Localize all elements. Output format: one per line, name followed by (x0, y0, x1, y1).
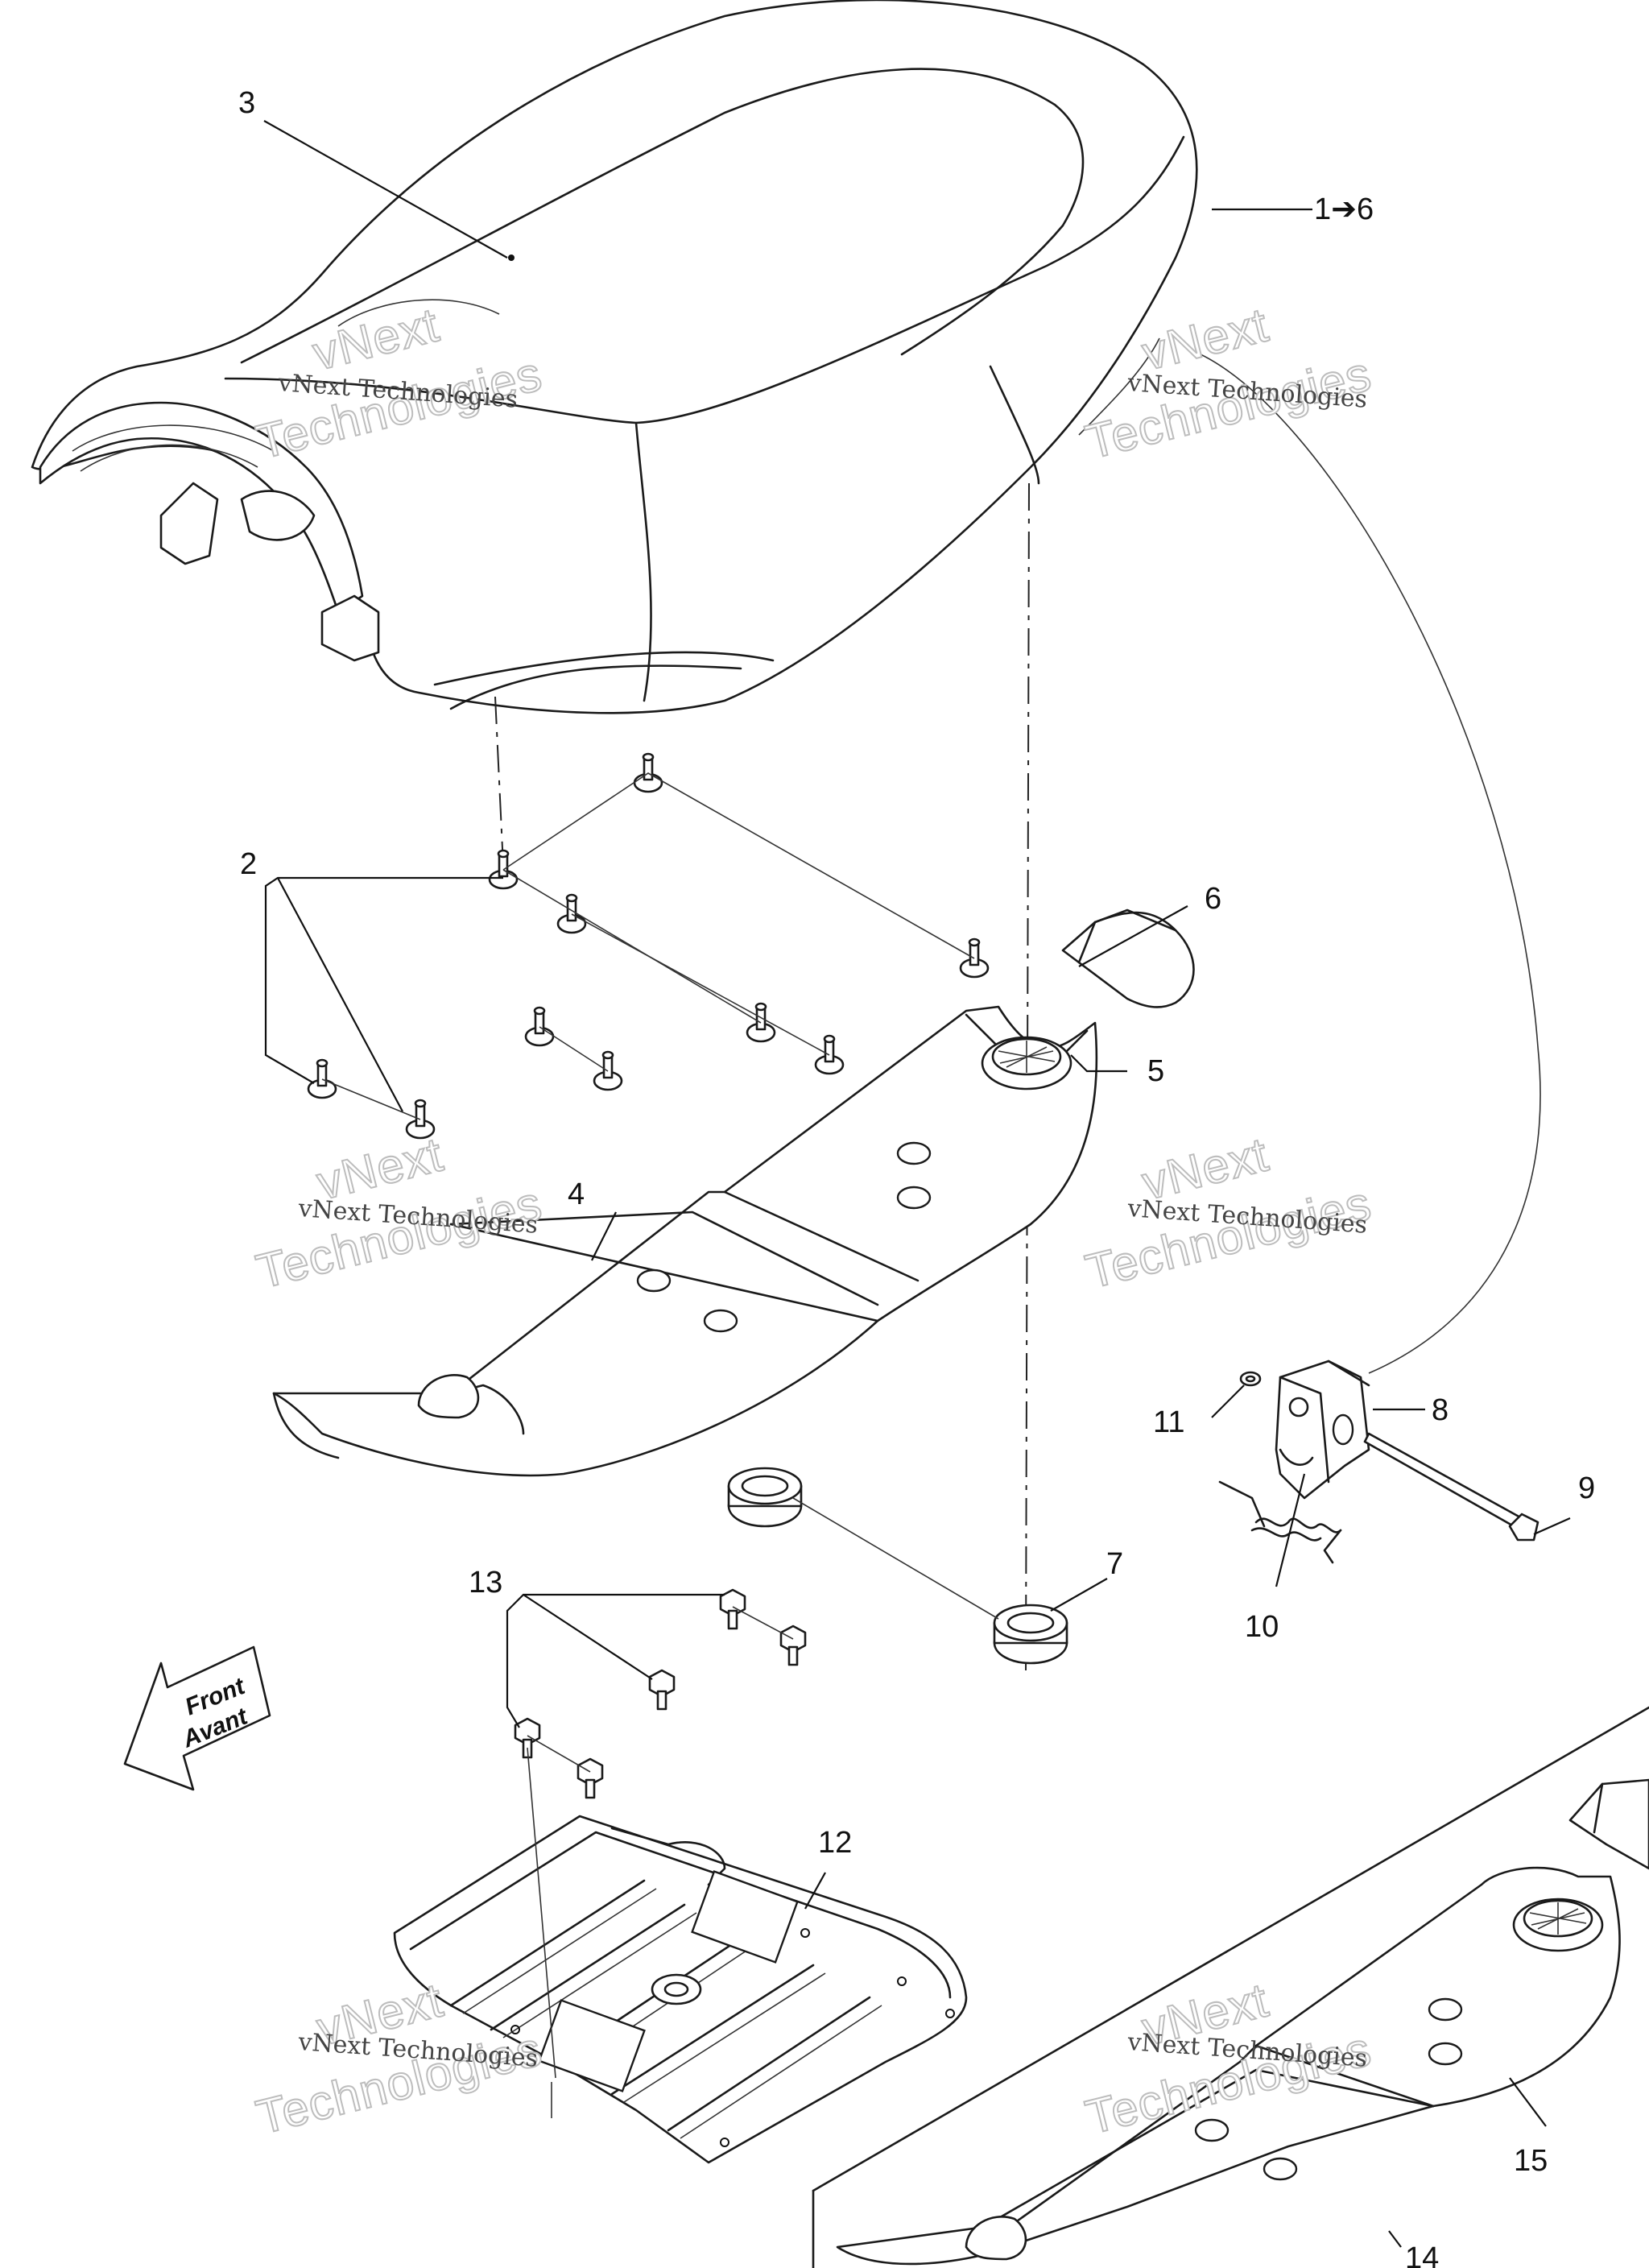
grommet-group-2 (307, 752, 990, 1140)
callout-2: 2 (240, 847, 257, 881)
inset-panel-alt-pan (812, 1706, 1649, 2268)
washer-part-11 (1239, 1371, 1262, 1387)
grommet-7 (814, 1034, 845, 1075)
grommet-4 (959, 937, 990, 979)
grommet-3 (556, 893, 587, 934)
seat-part-3 (31, 0, 1198, 714)
svg-text:Technologies: Technologies (251, 1176, 548, 1299)
centerline-seat-left (494, 696, 504, 867)
leader-lines (263, 120, 1571, 2248)
callout-14: 14 (1405, 2241, 1439, 2268)
callout-3: 3 (238, 86, 255, 120)
watermark-middle-left: vNext Technologies vNext Technologies (250, 1126, 548, 1299)
spring-part-10 (1218, 1480, 1342, 1564)
latch-cable-curve (1191, 350, 1541, 1374)
callout-4: 4 (568, 1177, 585, 1211)
callout-8: 8 (1432, 1393, 1449, 1427)
bolt-part-9 (1363, 1432, 1539, 1542)
callout-6: 6 (1205, 882, 1221, 916)
latch-bracket-part-8 (1275, 1360, 1370, 1500)
callout-labels: 1➔6 2 3 4 5 6 7 8 9 10 11 12 13 14 15 (238, 86, 1595, 2268)
callout-5: 5 (1147, 1054, 1164, 1088)
callout-10: 10 (1245, 1610, 1279, 1644)
svg-text:vNext: vNext (1137, 297, 1274, 380)
bolt-group-13 (514, 1588, 807, 1799)
callout-7: 7 (1106, 1547, 1123, 1581)
svg-text:Technologies: Technologies (1081, 1176, 1377, 1299)
grommet-9 (307, 1058, 337, 1099)
front-direction-arrow: Front Avant (123, 1645, 271, 1791)
nut-part-7 (727, 1467, 1068, 1665)
grommet-6 (524, 1006, 555, 1047)
seat-pan-part-4 (272, 1005, 1098, 1477)
grommet-2 (488, 849, 519, 890)
callout-13: 13 (469, 1566, 502, 1600)
callout-11: 11 (1153, 1405, 1184, 1439)
skid-plate-part-12 (393, 1747, 968, 2164)
grommet-8 (593, 1050, 623, 1091)
callout-1-6: 1➔6 (1314, 192, 1374, 226)
latch-cover-part-6 (1061, 908, 1195, 1008)
callout-12: 12 (818, 1826, 852, 1860)
callout-9: 9 (1578, 1471, 1595, 1505)
watermark-middle-right: vNext Technologies vNext Technologies (1080, 1126, 1378, 1299)
callout-15: 15 (1514, 2144, 1548, 2178)
grommet-1 (633, 752, 663, 793)
grommet-10 (405, 1099, 436, 1140)
